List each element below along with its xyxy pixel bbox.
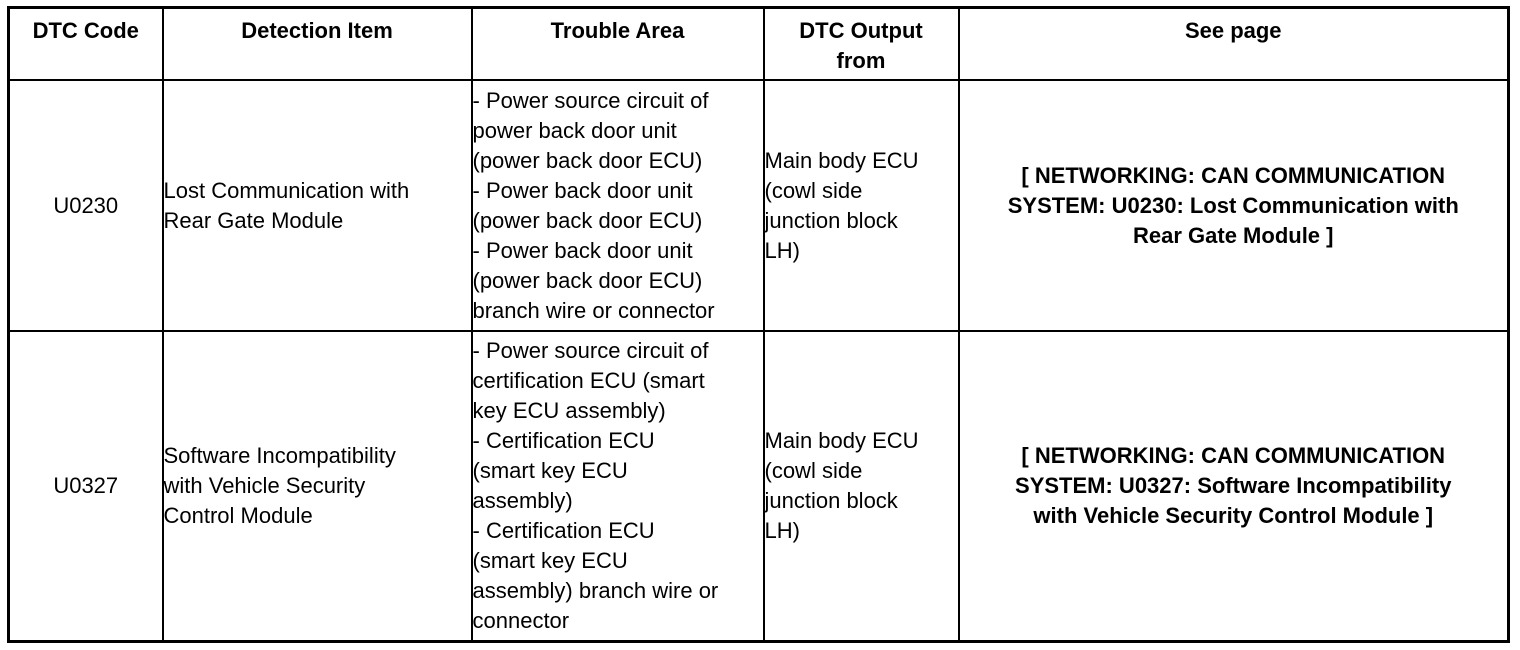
dtc-output-line: LH) <box>764 237 800 263</box>
see-page-line: [ NETWORKING: CAN COMMUNICATION <box>1021 443 1446 469</box>
trouble-area-line: (smart key ECU <box>472 548 628 574</box>
see-page-line: SYSTEM: U0327: Software Incompatibility <box>1015 473 1452 499</box>
header-dtc-output-line: DTC Output <box>799 18 923 43</box>
dtc-output-line: LH) <box>764 518 800 544</box>
table-row: U0327 Software Incompatibility with Vehi… <box>7 330 1510 643</box>
dtc-output-line: junction block <box>764 207 898 233</box>
trouble-area-line: key ECU assembly) <box>472 398 666 424</box>
table-row: U0230 Lost Communication with Rear Gate … <box>7 78 1510 333</box>
trouble-area-line: (power back door ECU) <box>472 147 703 173</box>
dtc-output-line: Main body ECU <box>764 147 919 173</box>
dtc-output-line: Main body ECU <box>764 428 919 454</box>
dtc-table: DTC Code Detection Item Trouble Area DTC… <box>7 6 1510 643</box>
trouble-area-line: (smart key ECU <box>472 458 628 484</box>
detection-item-line: Control Module <box>163 503 313 529</box>
trouble-area-cell: - Power source circuit of power back doo… <box>470 78 765 333</box>
dtc-code-cell: U0327 <box>7 330 164 643</box>
see-page-line: with Vehicle Security Control Module ] <box>1033 503 1434 529</box>
see-page-link[interactable]: [ NETWORKING: CAN COMMUNICATION SYSTEM: … <box>957 78 1510 333</box>
see-page-line: SYSTEM: U0230: Lost Communication with <box>1007 192 1459 218</box>
header-see-page: See page <box>957 6 1510 81</box>
header-dtc-output-line: from <box>836 48 886 73</box>
trouble-area-line: (power back door ECU) <box>472 207 703 233</box>
trouble-area-line: connector <box>472 608 570 634</box>
trouble-area-line: - Certification ECU <box>472 518 655 544</box>
trouble-area-line: assembly) branch wire or <box>472 578 719 604</box>
dtc-output-cell: Main body ECU (cowl side junction block … <box>762 330 960 643</box>
detection-item-line: Software Incompatibility <box>163 443 396 469</box>
trouble-area-line: - Power source circuit of <box>472 87 709 113</box>
trouble-area-line: power back door unit <box>472 117 677 143</box>
see-page-line: Rear Gate Module ] <box>1133 222 1334 248</box>
header-dtc-code: DTC Code <box>7 6 164 81</box>
dtc-output-cell: Main body ECU (cowl side junction block … <box>762 78 960 333</box>
trouble-area-line: assembly) <box>472 488 573 514</box>
detection-item-line: Rear Gate Module <box>163 207 344 233</box>
dtc-code-cell: U0230 <box>7 78 164 333</box>
header-detection-item: Detection Item <box>161 6 473 81</box>
detection-item-cell: Software Incompatibility with Vehicle Se… <box>161 330 473 643</box>
trouble-area-line: certification ECU (smart <box>472 368 705 394</box>
trouble-area-line: - Power source circuit of <box>472 338 709 364</box>
header-row: DTC Code Detection Item Trouble Area DTC… <box>7 6 1510 81</box>
dtc-output-line: (cowl side <box>764 177 863 203</box>
header-dtc-output-from: DTC Output from <box>762 6 960 81</box>
trouble-area-line: - Power back door unit <box>472 237 693 263</box>
detection-item-line: with Vehicle Security <box>163 473 366 499</box>
trouble-area-line: - Certification ECU <box>472 428 655 454</box>
header-trouble-area: Trouble Area <box>470 6 765 81</box>
dtc-output-line: junction block <box>764 488 898 514</box>
see-page-line: [ NETWORKING: CAN COMMUNICATION <box>1021 162 1446 188</box>
trouble-area-line: - Power back door unit <box>472 177 693 203</box>
trouble-area-line: (power back door ECU) <box>472 267 703 293</box>
dtc-output-line: (cowl side <box>764 458 863 484</box>
trouble-area-line: branch wire or connector <box>472 297 715 323</box>
detection-item-line: Lost Communication with <box>163 177 410 203</box>
see-page-link[interactable]: [ NETWORKING: CAN COMMUNICATION SYSTEM: … <box>957 330 1510 643</box>
detection-item-cell: Lost Communication with Rear Gate Module <box>161 78 473 333</box>
trouble-area-cell: - Power source circuit of certification … <box>470 330 765 643</box>
